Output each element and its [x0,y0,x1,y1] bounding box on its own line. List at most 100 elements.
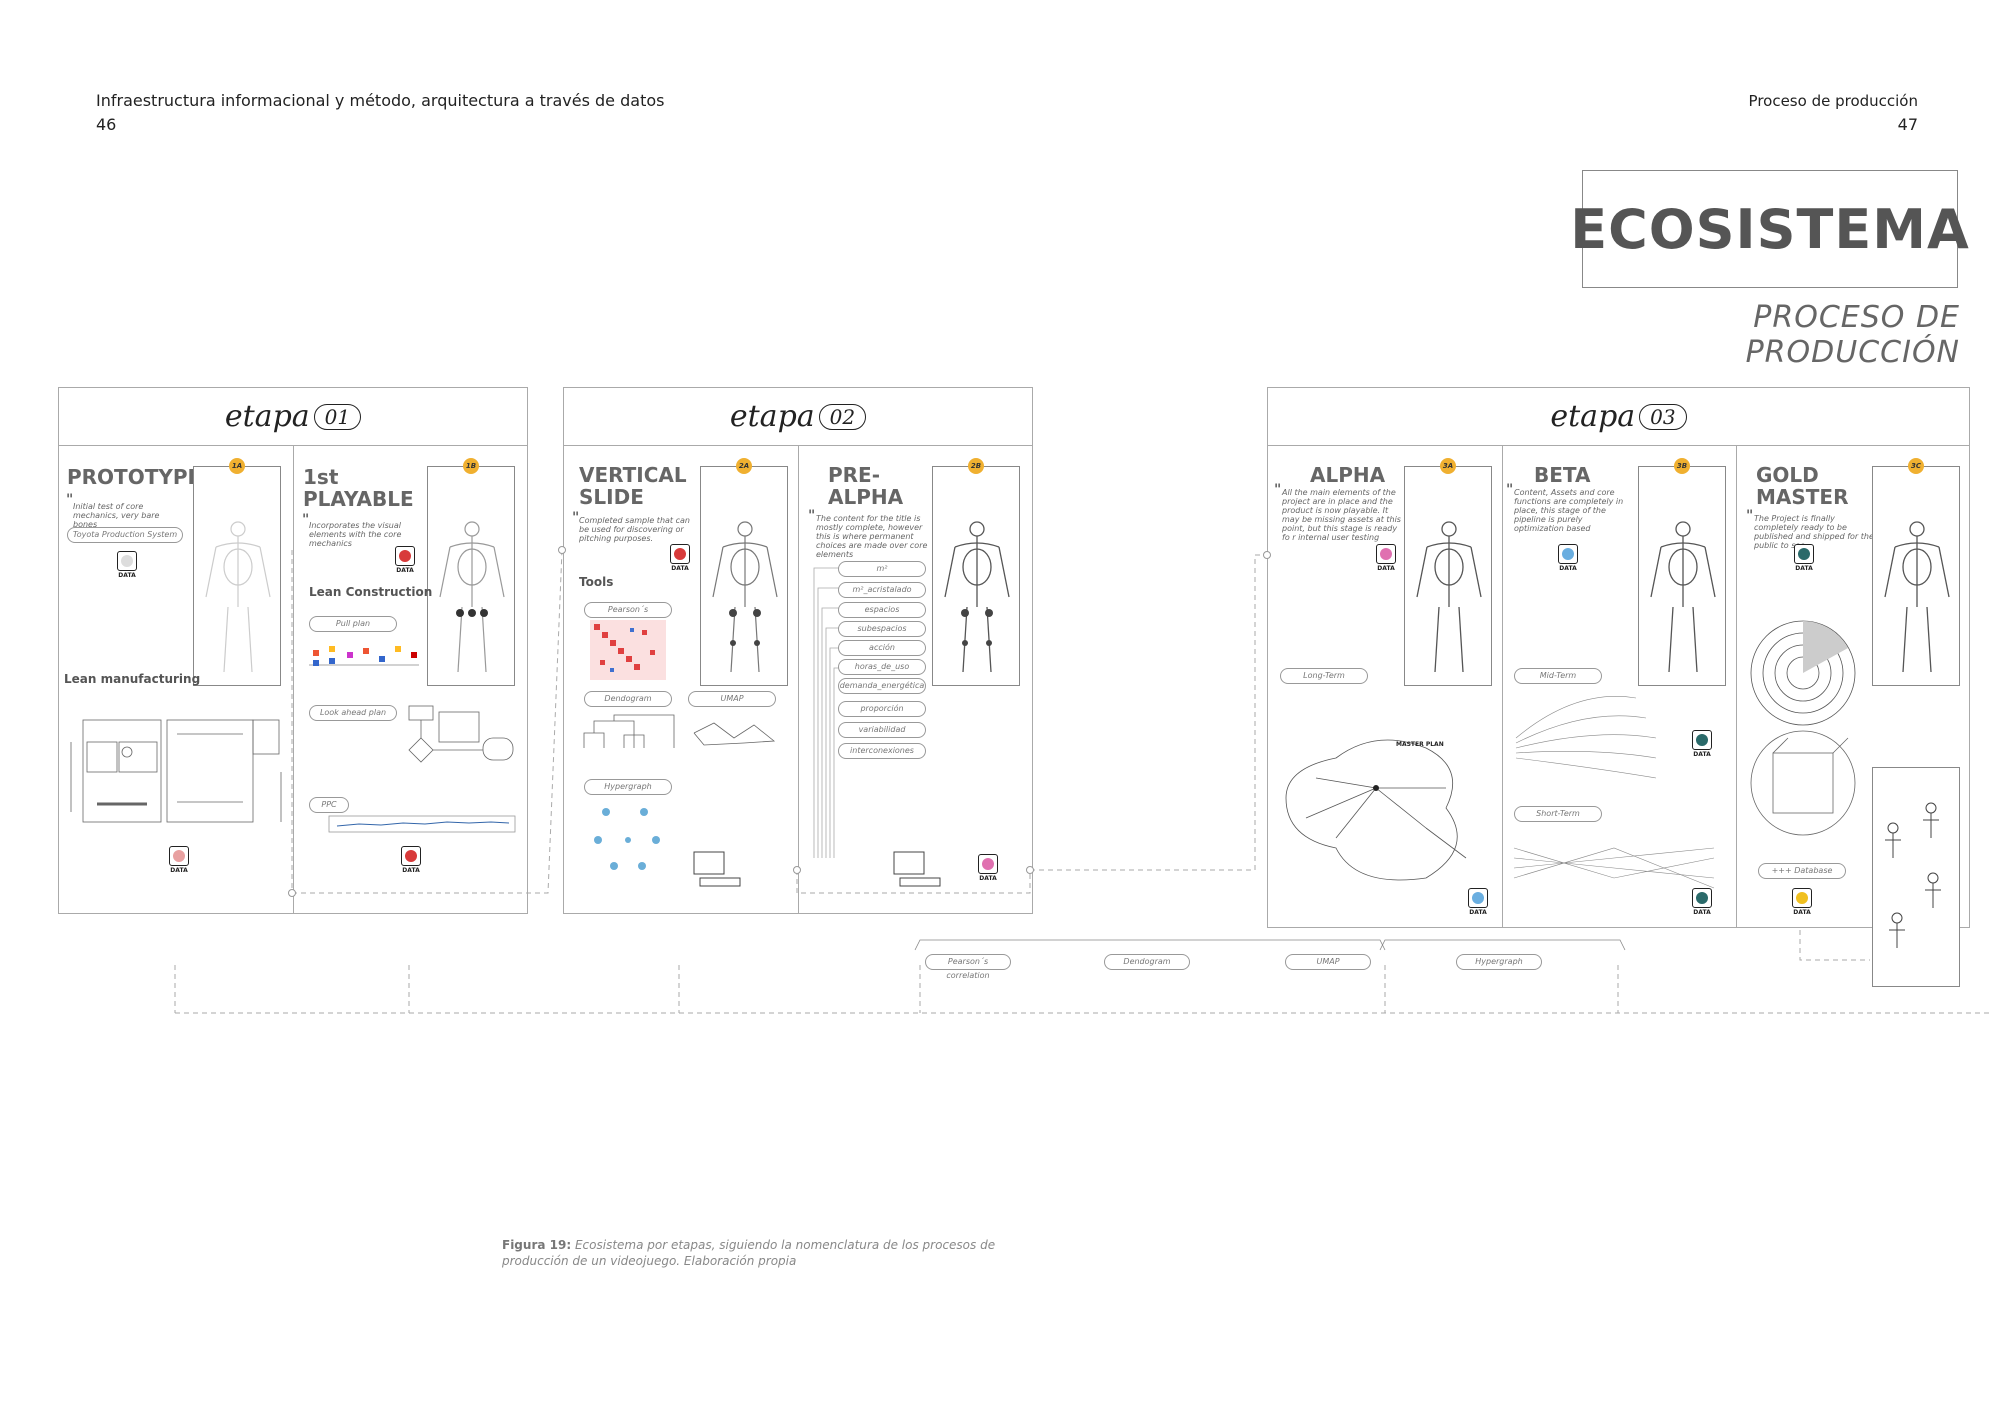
quote-icon: " [1274,482,1282,498]
skeleton-box-2a [700,466,788,686]
column-divider [798,445,799,913]
ppc-line-sketch [328,815,516,833]
pill-variable: acción [838,640,926,656]
pill-variable: interconexiones [838,743,926,759]
correlation-matrix-icon [590,620,666,680]
stage-name-alpha: ALPHA [1310,463,1386,487]
skeleton-figure-icon [439,521,505,673]
etapa-02-panel: etapa 02 VERTICAL SLIDE " Completed samp… [563,387,1033,914]
page-number-left: 46 [96,115,117,134]
figure-caption: Figura 19: Ecosistema por etapas, siguie… [502,1237,1022,1269]
stage-desc-vertical: Completed sample that can be used for di… [579,516,690,543]
computer-icon [693,851,741,887]
etapa-number: 02 [818,403,867,430]
stage-badge-2a: 2A [736,458,752,474]
running-title-right: Proceso de producción [1748,92,1918,110]
stage-name-beta: BETA [1534,463,1591,487]
stage-name-prealpha: PRE- ALPHA [828,463,904,509]
data-icon: DATA [395,546,415,574]
quote-icon: " [302,512,310,528]
title-box: ECOSISTEMA [1570,170,1969,288]
pill-hypergraph: Hypergraph [584,779,672,795]
stage-name-gold: GOLD MASTER [1756,463,1849,509]
pill-mid-term: Mid-Term [1514,668,1602,684]
beta-flow-sketch [1515,696,1657,779]
data-icon: DATA [1468,888,1488,916]
skeleton-figure-icon [944,521,1010,673]
label-lean-manufacturing: Lean manufacturing [64,672,201,686]
etapa-word: etapa [224,399,310,434]
etapa-01-panel: etapa 01 PROTOTYPE " Initial test of cor… [58,387,528,914]
page-number-right: 47 [1897,115,1918,134]
bottom-pill-pearson: Pearson´s correlation [925,954,1011,980]
pill-database: +++ Database [1758,863,1846,879]
pill-pull-plan: Pull plan [309,616,397,632]
data-icon: DATA [401,846,421,874]
flowchart-sketch [408,705,514,763]
etapa-03-panel: etapa 03 ALPHA " All the main elements o… [1267,387,1970,928]
stage-name-vertical: VERTICAL SLIDE [579,463,687,509]
stage-desc-alpha: All the main elements of the project are… [1282,488,1401,542]
pill-long-term: Long-Term [1280,668,1368,684]
label-tools: Tools [579,575,614,589]
pill-dendogram: Dendogram [584,691,672,707]
stage-badge-3a: 3A [1440,458,1456,474]
quote-icon: " [1746,508,1754,524]
etapa-word: etapa [1550,399,1636,434]
running-title-left: Infraestructura informacional y método, … [96,91,665,110]
stage-desc-beta: Content, Assets and core functions are c… [1514,488,1624,533]
skeleton-figure-icon [1884,521,1950,673]
etapa-word: etapa [729,399,815,434]
stage-badge-3b: 3B [1674,458,1690,474]
skeleton-box-3b [1638,466,1726,686]
stage-badge-3c: 3C [1908,458,1924,474]
data-icon: DATA [1376,544,1396,572]
quote-icon: " [808,508,816,524]
stage-desc-prealpha: The content for the title is mostly comp… [816,514,928,559]
lean-diagram-sketch [70,719,282,823]
pill-variable: horas_de_uso [838,659,926,675]
figures-icon [1885,802,1941,948]
variable-tree-lines [813,567,840,858]
pill-variable: subespacios [838,621,926,637]
beta-lines-sketch [1513,847,1715,889]
skeleton-figure-icon [1416,521,1482,673]
stage-name-playable: 1st PLAYABLE [303,465,414,511]
pill-variable: espacios [838,602,926,618]
skeleton-figure-icon [205,521,271,673]
etapa-01-header: etapa 01 [59,388,527,446]
stage-badge-1a: 1A [229,458,245,474]
radial-chart-icon [1750,620,1856,726]
column-divider [1736,445,1737,927]
pill-variable: variabilidad [838,722,926,738]
bottom-pill-umap: UMAP [1285,954,1371,970]
data-icon: DATA [1792,888,1812,916]
caption-text: Ecosistema por etapas, siguiendo la nome… [502,1238,996,1268]
3d-cube-icon [1750,730,1856,836]
figures-side-panel [1872,767,1960,987]
skeleton-figure-icon [1650,521,1716,673]
bottom-pill-hypergraph: Hypergraph [1456,954,1542,970]
pill-variable: m²_acristalado [838,582,926,598]
pill-variable: proporción [838,701,926,717]
page-title: ECOSISTEMA [1570,197,1970,261]
column-divider [1502,445,1503,927]
skeleton-box-2b [932,466,1020,686]
caption-label: Figura 19: [502,1238,572,1252]
quote-icon: " [572,510,580,526]
etapa-02-header: etapa 02 [564,388,1032,446]
column-divider [293,445,294,913]
pill-ppc: PPC [309,797,349,813]
computer-icon [893,851,941,887]
pill-variable: m² [838,561,926,577]
skeleton-box-1b [427,466,515,686]
pill-variable: demanda_energética [838,678,926,694]
hypergraph-icon [594,808,660,870]
data-icon: DATA [1794,544,1814,572]
quote-icon: " [1506,482,1514,498]
data-icon: DATA [1692,730,1712,758]
pill-look-ahead-plan: Look ahead plan [309,705,397,721]
stage-badge-1b: 1B [463,458,479,474]
skeleton-figure-icon [712,521,778,673]
